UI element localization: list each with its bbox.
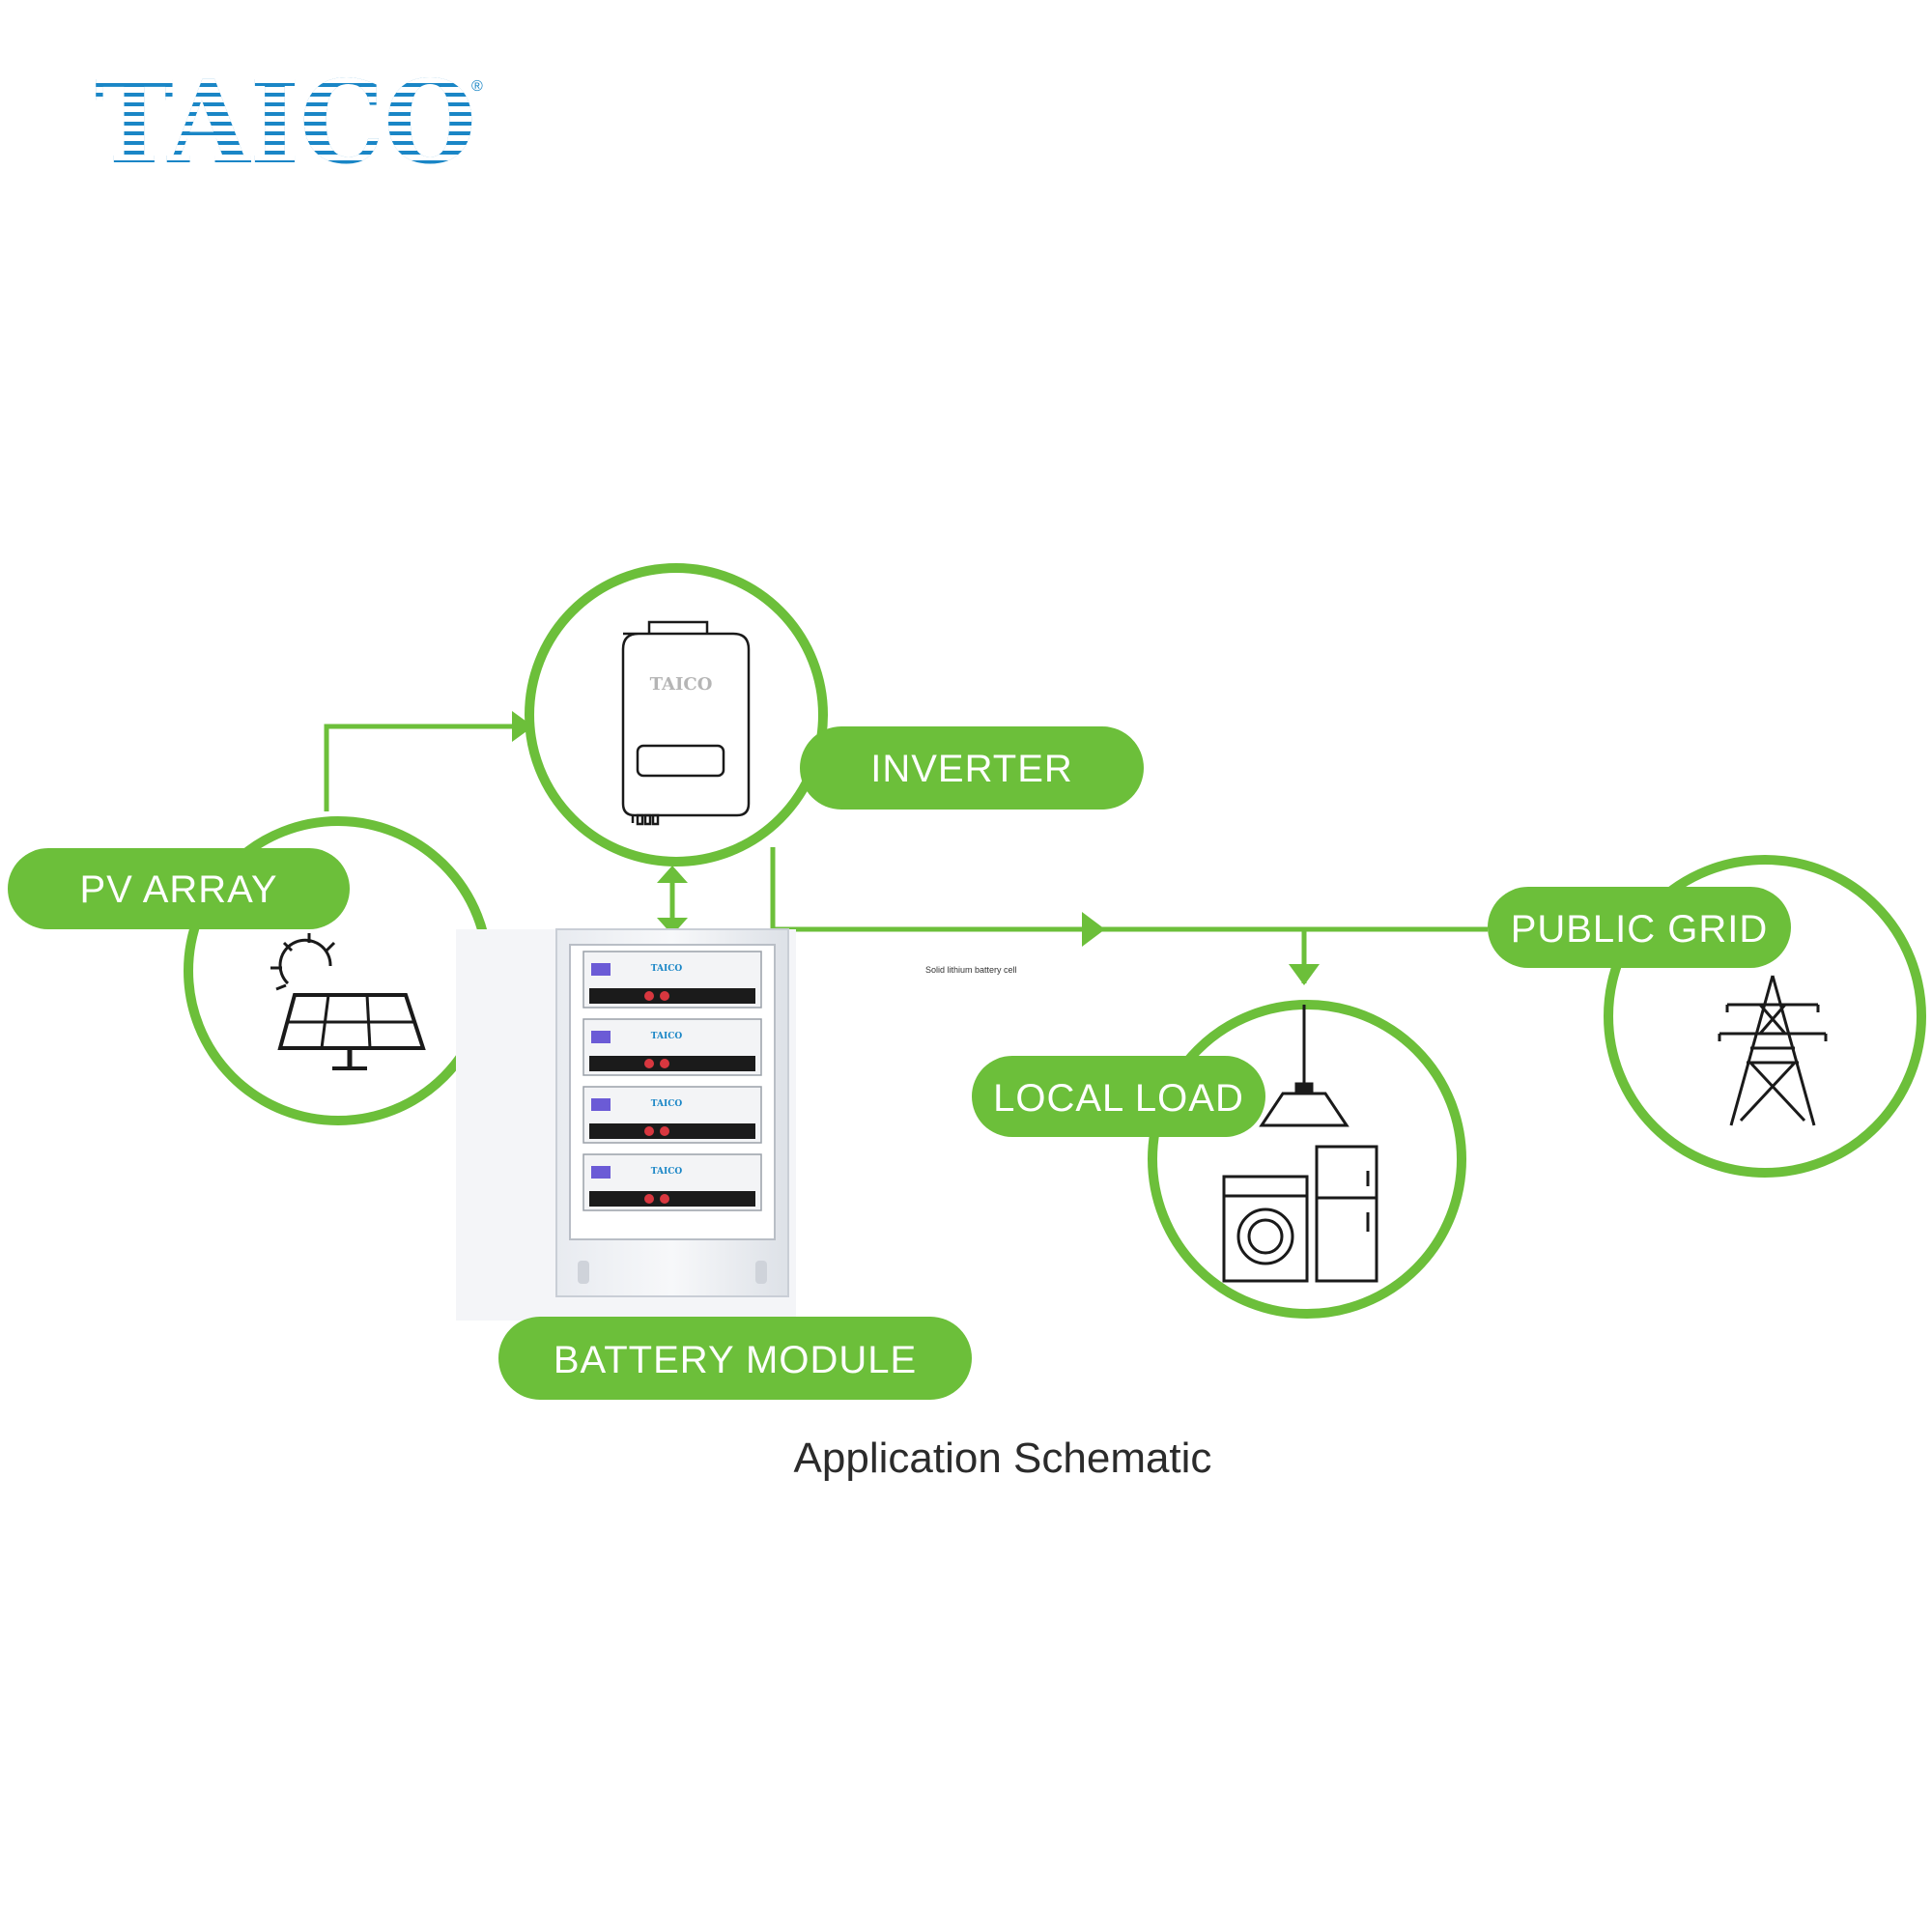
battery-module-brand: TAICO bbox=[651, 1099, 683, 1109]
refrigerator-icon bbox=[1315, 1145, 1378, 1283]
arrow-up-icon bbox=[657, 866, 688, 883]
battery-rack-icon: TAICO TAICO TAICO bbox=[456, 928, 796, 1321]
inverter-pill bbox=[800, 726, 1144, 810]
inverter-label: INVERTER bbox=[870, 748, 1073, 790]
diagram-caption: Application Schematic bbox=[794, 1435, 1212, 1482]
public-grid-pill bbox=[1488, 887, 1791, 968]
logo-text-blue: TAICO bbox=[95, 55, 476, 189]
arrow-right-icon bbox=[1082, 912, 1105, 947]
battery-module-node: TAICO TAICO TAICO bbox=[456, 928, 972, 1400]
arrowheads bbox=[512, 711, 1320, 985]
public-grid-label: PUBLIC GRID bbox=[1511, 908, 1769, 951]
inverter-brand-text: TAICO bbox=[650, 674, 713, 695]
pv-to-inverter-line bbox=[324, 724, 526, 811]
arrow-down-icon bbox=[1289, 964, 1320, 985]
arrow-down-icon bbox=[657, 918, 688, 935]
registered-mark: ® bbox=[471, 78, 483, 95]
solar-panel-icon bbox=[270, 933, 426, 1070]
battery-module-brand: TAICO bbox=[651, 1167, 683, 1177]
arrow-right-icon bbox=[512, 711, 533, 742]
transmission-tower-icon bbox=[1718, 975, 1828, 1126]
inverter-to-grid-line bbox=[770, 847, 1488, 932]
battery-module-brand: TAICO bbox=[651, 964, 683, 974]
appliances-icon bbox=[1222, 1005, 1378, 1283]
washing-machine-icon bbox=[1222, 1175, 1309, 1283]
public-grid-node: PUBLIC GRID bbox=[1488, 855, 1926, 1178]
inverter-icon: TAICO bbox=[621, 620, 751, 826]
taico-logo: TAICO TAICO ® bbox=[95, 55, 483, 189]
pv-array-label: PV ARRAY bbox=[79, 868, 277, 911]
local-load-label: LOCAL LOAD bbox=[993, 1077, 1244, 1120]
battery-module-units: TAICO TAICO TAICO bbox=[582, 951, 762, 1211]
pv-array-node: PV ARRAY bbox=[8, 816, 493, 1125]
inverter-node: TAICO INVERTER bbox=[525, 563, 1144, 867]
logo-green-part bbox=[317, 77, 471, 169]
logo-stripe-overlay: TAICO bbox=[95, 55, 476, 189]
pv-array-pill bbox=[8, 848, 350, 929]
battery-module-label: BATTERY MODULE bbox=[554, 1339, 917, 1381]
local-load-node: LOCAL LOAD bbox=[972, 1000, 1466, 1319]
battery-module-pill bbox=[498, 1317, 972, 1400]
battery-cell-note: Solid lithium battery cell bbox=[925, 965, 1017, 975]
battery-module-brand: TAICO bbox=[651, 1032, 683, 1041]
local-load-pill bbox=[972, 1056, 1265, 1137]
